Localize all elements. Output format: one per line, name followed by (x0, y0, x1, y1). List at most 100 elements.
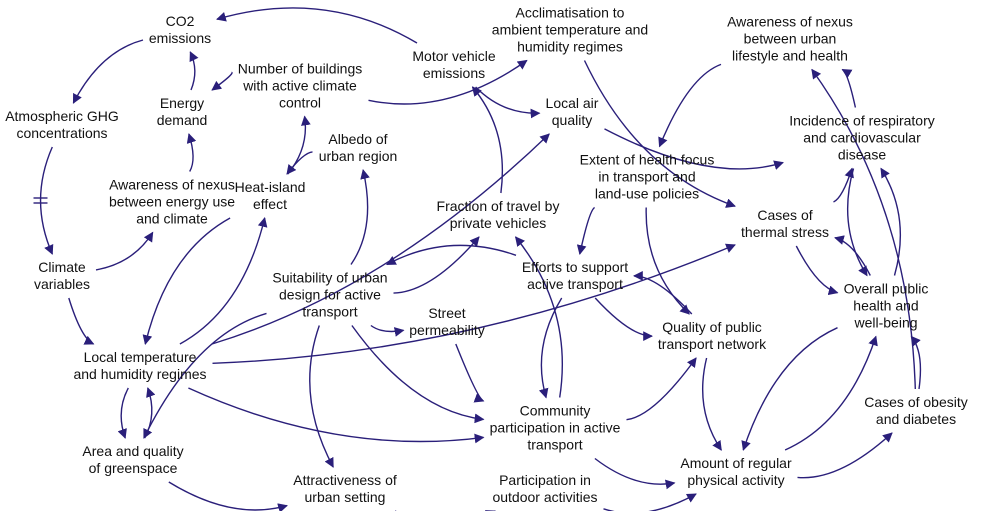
edge-healthfocus-to-pubtrans (645, 207, 690, 315)
node-label-line: Participation in (499, 472, 591, 488)
edge-motor-to-co2 (216, 7, 418, 44)
edge-thermal-to-overall (795, 245, 839, 296)
node-label-line: Acclimatisation to (515, 4, 625, 21)
node-label-line: Climate (38, 259, 86, 275)
node-label-line: participation in active (489, 419, 621, 436)
node-label-line: Motor vehicle (412, 48, 496, 64)
edge-overall-to-physical (741, 327, 838, 451)
edge-motor-to-air (475, 86, 541, 119)
edge-suitability-to-fraction (393, 236, 480, 294)
edge-suitability-to-street (370, 324, 405, 337)
edge-efforts-to-pubtrans (594, 297, 653, 341)
edge-localtemp-to-community (188, 387, 485, 444)
node-label-line: Atmospheric GHG (5, 108, 119, 124)
node-label-line: humidity regimes (517, 38, 623, 55)
edge-resp-to-overall (846, 168, 868, 277)
node-label-line: Attractiveness of (293, 472, 397, 488)
node-label-line: between urban (743, 30, 837, 47)
node-label-line: CO2 (165, 13, 195, 29)
node-label-line: and cardiovascular (803, 129, 921, 146)
node-label-line: land-use policies (594, 185, 700, 202)
edge-localtemp-to-green (117, 387, 129, 439)
node-label-line: between energy use (108, 193, 236, 210)
edge-overall-to-thermal (834, 235, 871, 276)
edge-aware-health-to-healthfocus (658, 63, 722, 148)
node-label-line: Fraction of travel by (436, 198, 560, 214)
edge-energy-to-co2 (189, 51, 199, 91)
node-label-line: control (278, 94, 322, 111)
node-label-line: thermal stress (741, 224, 829, 240)
node-label-line: emissions (148, 30, 212, 46)
node-label-line: Overall public (843, 280, 929, 297)
edge-buildings-to-energy (211, 71, 233, 91)
edge-resp-to-aware-health (841, 68, 857, 108)
node-label-line: Amount of regular (680, 455, 792, 471)
node-label-line: variables (33, 276, 91, 292)
edge-physical-to-obesity (797, 432, 893, 479)
node-label-line: Number of buildings (237, 60, 363, 77)
node-label-line: Extent of health focus (579, 151, 715, 168)
edge-air-to-resp (604, 128, 784, 170)
node-label-line: Awareness of nexus (109, 176, 235, 193)
edge-suitability-to-albedo (350, 169, 370, 265)
edge-buildings-to-accl (368, 59, 528, 105)
edge-suitability-to-community (351, 325, 485, 424)
edge-green-to-localtemp (144, 387, 156, 439)
edge-climate-to-localtemp (68, 297, 95, 345)
node-label-line: ambient temperature and (491, 21, 649, 38)
node-label-line: Cases of (757, 207, 813, 223)
node-label-line: design for active (279, 286, 381, 303)
edge-albedo-to-heatisland (286, 151, 313, 175)
edge-efforts-to-suitability (386, 244, 517, 266)
edge-community-to-physical (594, 457, 676, 490)
node-label-line: Awareness of nexus (727, 13, 853, 30)
node-label-line: well-being (854, 314, 918, 331)
node-label-line: Area and quality (82, 443, 184, 459)
node-label-line: lifestyle and health (732, 47, 848, 64)
node-label-line: of greenspace (88, 460, 178, 476)
node-label-line: Incidence of respiratory (789, 112, 935, 129)
edge-obesity-to-aware-health (811, 68, 916, 390)
node-label-line: urban region (318, 148, 398, 164)
node-label-line: Community (519, 402, 591, 419)
node-label-line: Heat-island (234, 179, 306, 195)
node-label-line: effect (252, 196, 287, 212)
edge-physical-to-overall (784, 335, 878, 451)
node-label-line: with active climate (243, 77, 357, 94)
node-label-line: and climate (136, 210, 208, 227)
node-label-line: Street (428, 305, 466, 321)
edge-street-to-community (455, 343, 485, 403)
node-label-line: outdoor activities (492, 489, 598, 505)
node-label-line: in transport and (598, 168, 696, 185)
node-label-line: Local temperature (83, 349, 197, 365)
edge-community-to-pubtrans (626, 357, 697, 421)
edge-pubtrans-to-physical (701, 357, 722, 451)
edge-climate-to-aware-energy (95, 231, 154, 271)
node-label-line: Local air (545, 95, 599, 111)
edge-obesity-to-overall (910, 335, 922, 390)
edge-accl-to-thermal (583, 60, 736, 208)
edge-co2-to-ghg (72, 39, 144, 104)
edge-outdoor-to-physical (603, 493, 697, 511)
node-label-line: and humidity regimes (73, 366, 207, 382)
